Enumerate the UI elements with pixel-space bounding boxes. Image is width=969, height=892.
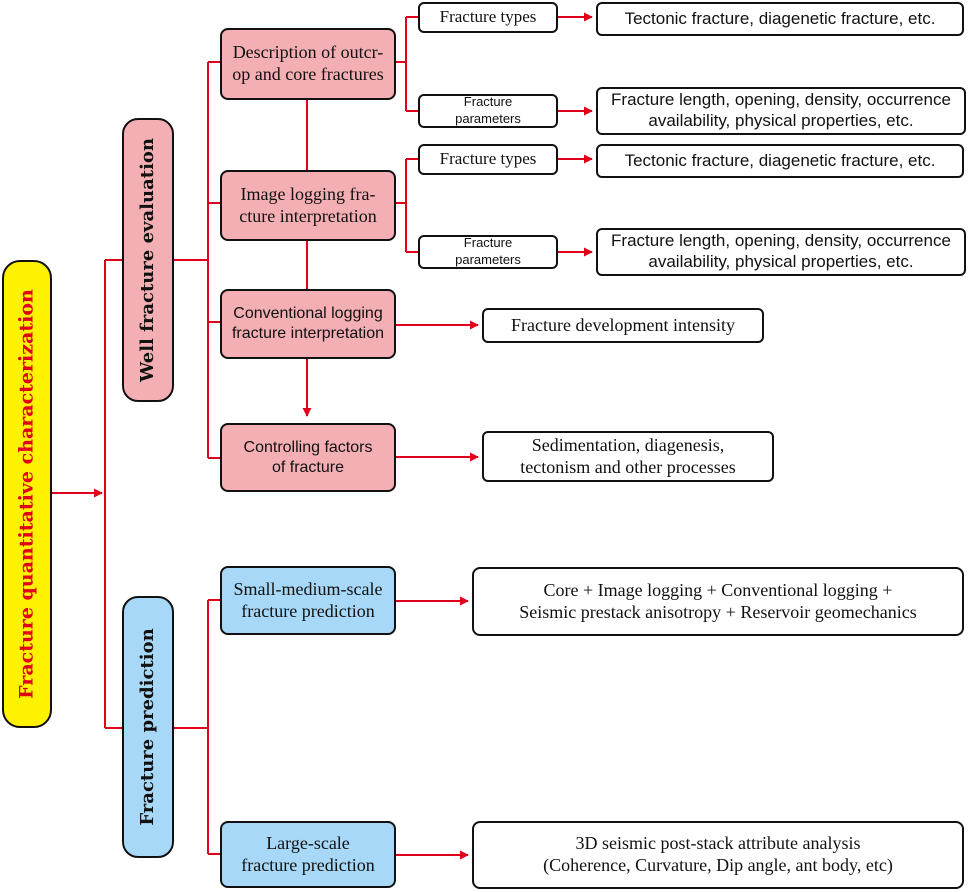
- well-evaluation-label: Well fracture evaluation: [137, 137, 159, 383]
- image-fracture-types: Fracture types: [418, 144, 558, 175]
- fracture-prediction-node: Fracture prediction: [122, 596, 174, 858]
- conventional-detail: Fracture development intensity: [482, 308, 764, 343]
- outcrop-fracture-types: Fracture types: [418, 2, 558, 33]
- image-types-detail: Tectonic fracture, diagenetic fracture, …: [596, 144, 964, 178]
- image-fracture-parameters: Fracture parameters: [418, 235, 558, 269]
- outcrop-fracture-parameters: Fracture parameters: [418, 94, 558, 128]
- outcrop-params-detail: Fracture length, opening, density, occur…: [596, 87, 966, 135]
- outcrop-core-node: Description of outcr- op and core fractu…: [220, 28, 396, 100]
- fracture-prediction-label: Fracture prediction: [137, 628, 159, 826]
- well-evaluation-node: Well fracture evaluation: [122, 118, 174, 402]
- image-params-detail: Fracture length, opening, density, occur…: [596, 228, 966, 276]
- root-node: Fracture quantitative characterization: [2, 260, 52, 728]
- root-label: Fracture quantitative characterization: [15, 289, 38, 699]
- controlling-detail: Sedimentation, diagenesis, tectonism and…: [482, 431, 774, 482]
- large-scale-detail: 3D seismic post-stack attribute analysis…: [472, 821, 964, 889]
- small-medium-detail: Core + Image logging + Conventional logg…: [472, 567, 964, 636]
- outcrop-types-detail: Tectonic fracture, diagenetic fracture, …: [596, 2, 964, 36]
- image-logging-node: Image logging fra- cture interpretation: [220, 170, 396, 241]
- small-medium-scale-node: Small-medium-scale fracture prediction: [220, 566, 396, 635]
- conventional-logging-node: Conventional logging fracture interpreta…: [220, 289, 396, 359]
- controlling-factors-node: Controlling factors of fracture: [220, 423, 396, 492]
- large-scale-node: Large-scale fracture prediction: [220, 821, 396, 888]
